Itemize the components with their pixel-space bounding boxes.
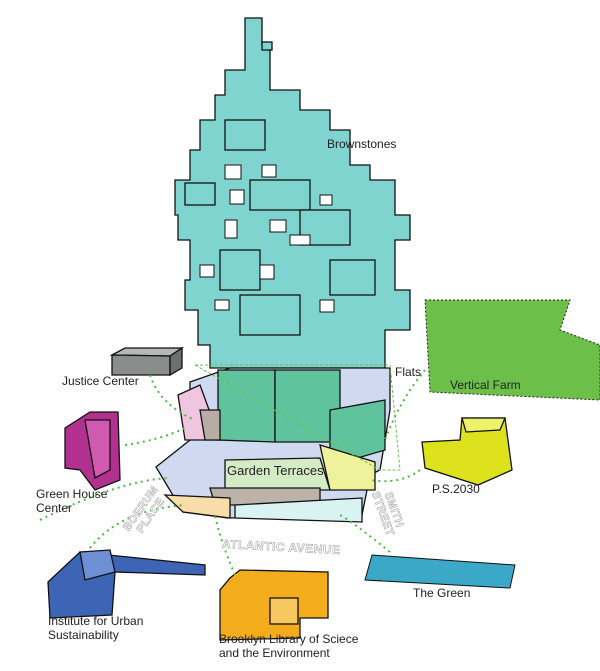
tower-windows [199,164,335,313]
garden-terraces-label: Garden Terraces [227,463,324,478]
library-label-line2: and the Environment [219,646,330,660]
institute-shape [47,549,206,619]
justice-center-label: Justice Center [62,374,139,388]
brownstones-label: Brownstones [327,137,397,151]
green-house-shape [64,411,121,491]
ps2030-label: P.S.2030 [432,482,480,496]
brownstones-tower [174,17,411,369]
institute-label-line2: Sustainability [48,628,119,642]
the-green-label: The Green [413,586,471,600]
green-house-label-line2: Center [36,501,73,515]
institute-label-line1: Institute for Urban [48,614,144,628]
vertical-farm-label: Vertical Farm [450,378,521,392]
flats-outline [193,364,401,471]
the-green-shape [364,554,516,589]
vertical-farm-shape [424,299,600,401]
library-label-line1: Brooklyn Library of Sciece [219,632,359,646]
flats-label: Flats [395,365,422,379]
green-house-label-line1: Green House [36,487,108,501]
ps2030-shape [421,417,513,486]
connector-lines [39,369,426,576]
justice-center-shape [109,346,185,377]
library-shape [219,569,329,641]
podium [155,367,391,523]
